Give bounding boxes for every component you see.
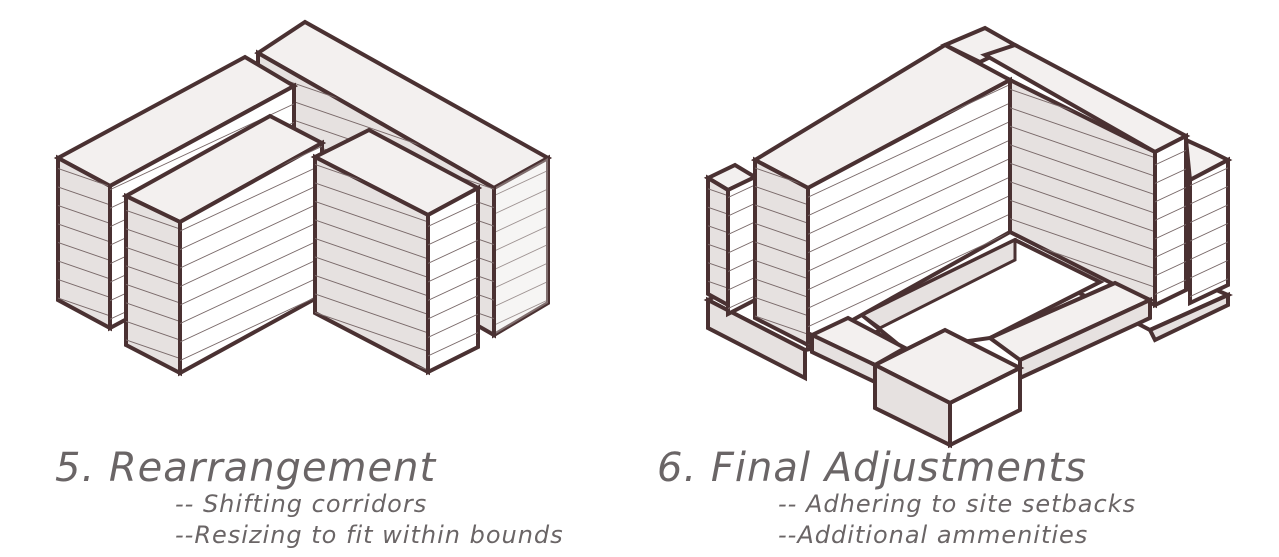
- left-wing: [703, 162, 760, 318]
- front-left-tower: [121, 113, 327, 377]
- front-right-tower: [310, 127, 483, 376]
- step-5-title: 5. Rearrangement: [55, 445, 437, 491]
- step-6-title: 6. Final Adjustments: [657, 445, 1087, 491]
- step-6-note-1: -- Adhering to site setbacks: [778, 490, 1137, 518]
- amenity-bar-right: [986, 280, 1155, 382]
- rearrangement-massing: [53, 19, 553, 377]
- main-residential-block: [750, 25, 1191, 349]
- step-6-note-2: --Additional ammenities: [778, 521, 1089, 549]
- final-adjustments-massing: [703, 25, 1233, 449]
- step-5-note-1: -- Shifting corridors: [175, 490, 428, 518]
- right-wing: [1183, 136, 1233, 307]
- step-5-note-2: --Resizing to fit within bounds: [175, 521, 564, 549]
- courtyard: [858, 237, 1105, 353]
- amenity-pavilion: [870, 327, 1025, 449]
